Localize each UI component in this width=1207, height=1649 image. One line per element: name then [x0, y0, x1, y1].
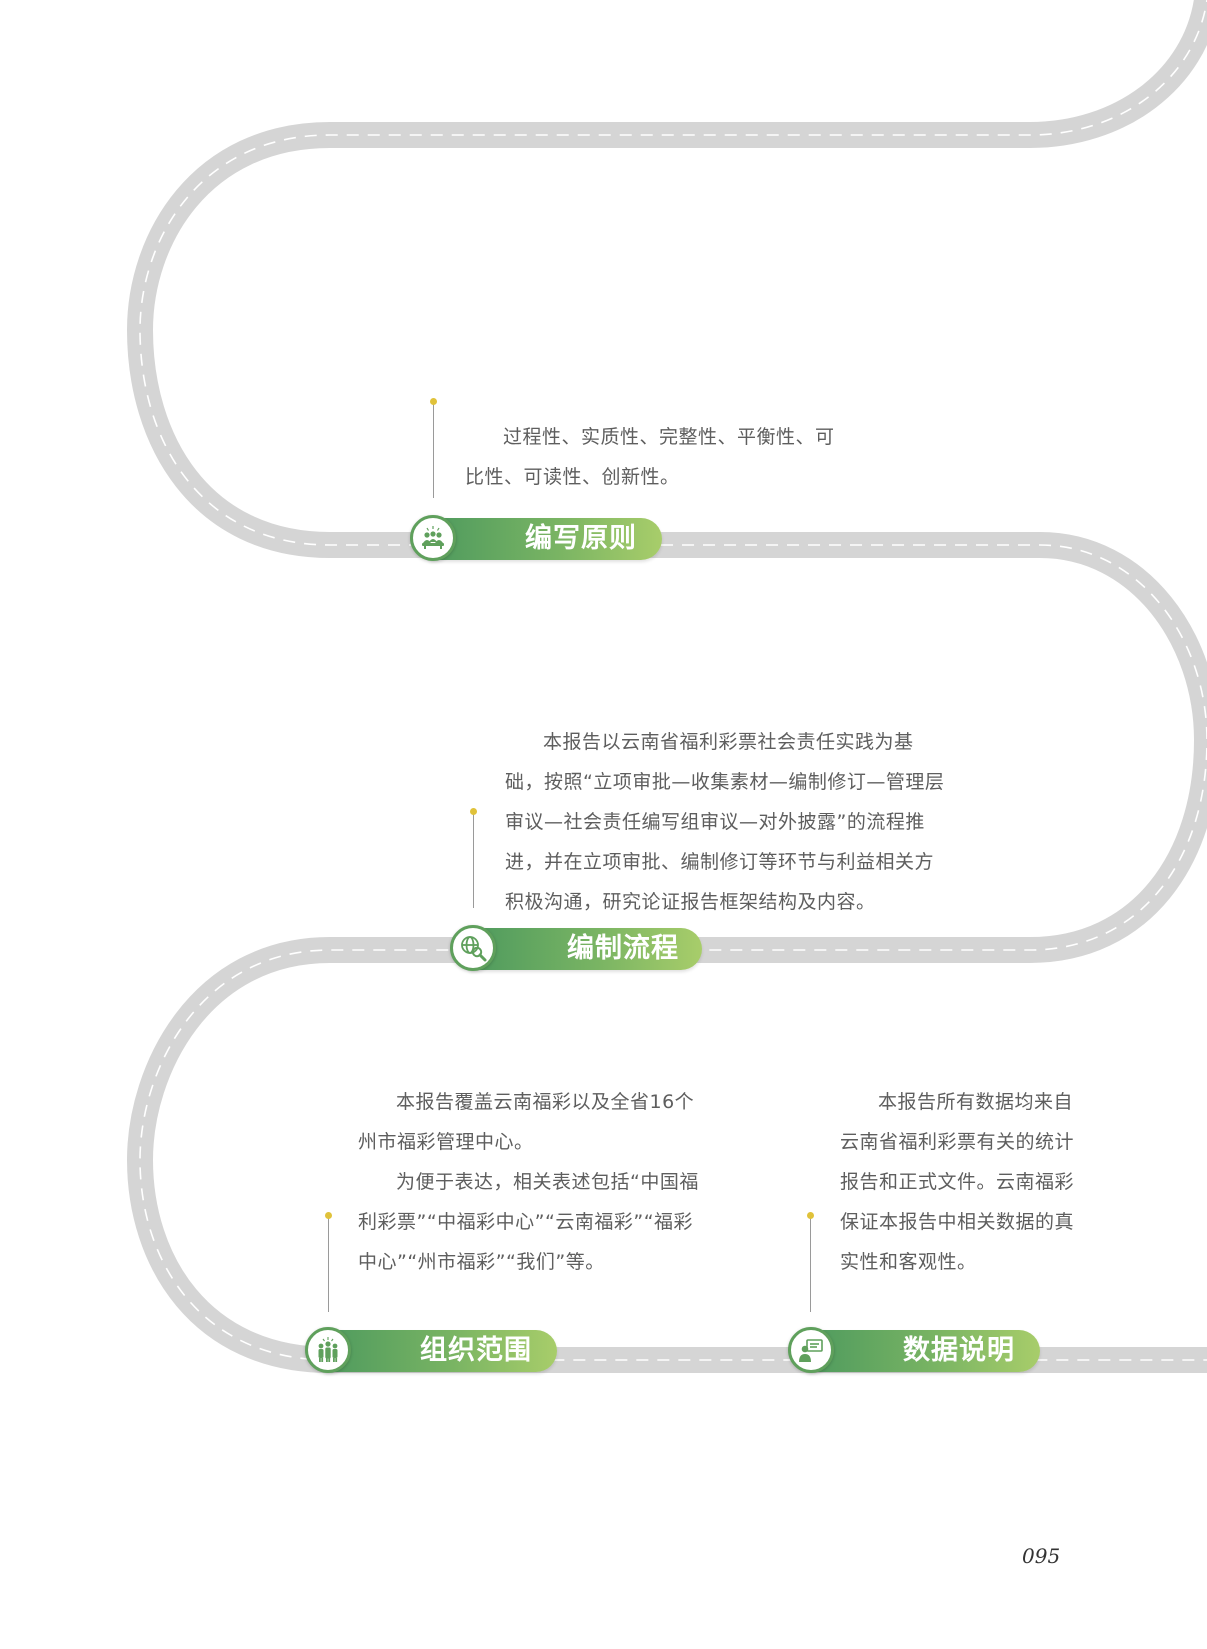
section-title: 组织范围	[420, 1335, 532, 1366]
page-number: 095	[1022, 1544, 1061, 1568]
connector-line	[325, 1212, 332, 1312]
section-title: 数据说明	[903, 1335, 1015, 1366]
paragraph: 本报告所有数据均来自云南省福利彩票有关的统计报告和正式文件。云南福彩保证本报告中…	[840, 1091, 1075, 1273]
section-title-pill: 数据说明	[808, 1330, 1040, 1372]
paragraph: 本报告覆盖云南福彩以及全省16个州市福彩管理中心。	[358, 1091, 695, 1153]
connector-dot	[470, 808, 477, 815]
paragraph: 为便于表达，相关表述包括“中国福利彩票”“中福彩中心”“云南福彩”“福彩中心”“…	[358, 1171, 699, 1273]
section-title: 编写原则	[525, 523, 637, 554]
team-people-icon	[305, 1327, 351, 1373]
presenter-screen-icon	[788, 1327, 834, 1373]
connector-dot	[325, 1212, 332, 1219]
section-title-pill: 组织范围	[325, 1330, 557, 1372]
globe-search-icon	[450, 925, 496, 971]
section-body: 本报告所有数据均来自云南省福利彩票有关的统计报告和正式文件。云南福彩保证本报告中…	[840, 1082, 1075, 1282]
section-title-pill: 编写原则	[430, 518, 662, 560]
paragraph: 过程性、实质性、完整性、平衡性、可比性、可读性、创新性。	[465, 426, 835, 488]
section-body: 过程性、实质性、完整性、平衡性、可比性、可读性、创新性。	[465, 417, 835, 497]
section-body: 本报告覆盖云南福彩以及全省16个州市福彩管理中心。 为便于表达，相关表述包括“中…	[358, 1082, 708, 1282]
connector-line	[430, 398, 437, 498]
meeting-people-icon	[410, 515, 456, 561]
section-title: 编制流程	[567, 933, 679, 964]
connector-line	[807, 1212, 814, 1312]
connector-dot	[430, 398, 437, 405]
paragraph: 本报告以云南省福利彩票社会责任实践为基础，按照“立项审批—收集素材—编制修订—管…	[505, 731, 945, 913]
section-body: 本报告以云南省福利彩票社会责任实践为基础，按照“立项审批—收集素材—编制修订—管…	[505, 722, 950, 922]
connector-line	[470, 808, 477, 908]
section-title-pill: 编制流程	[470, 928, 702, 970]
connector-dot	[807, 1212, 814, 1219]
